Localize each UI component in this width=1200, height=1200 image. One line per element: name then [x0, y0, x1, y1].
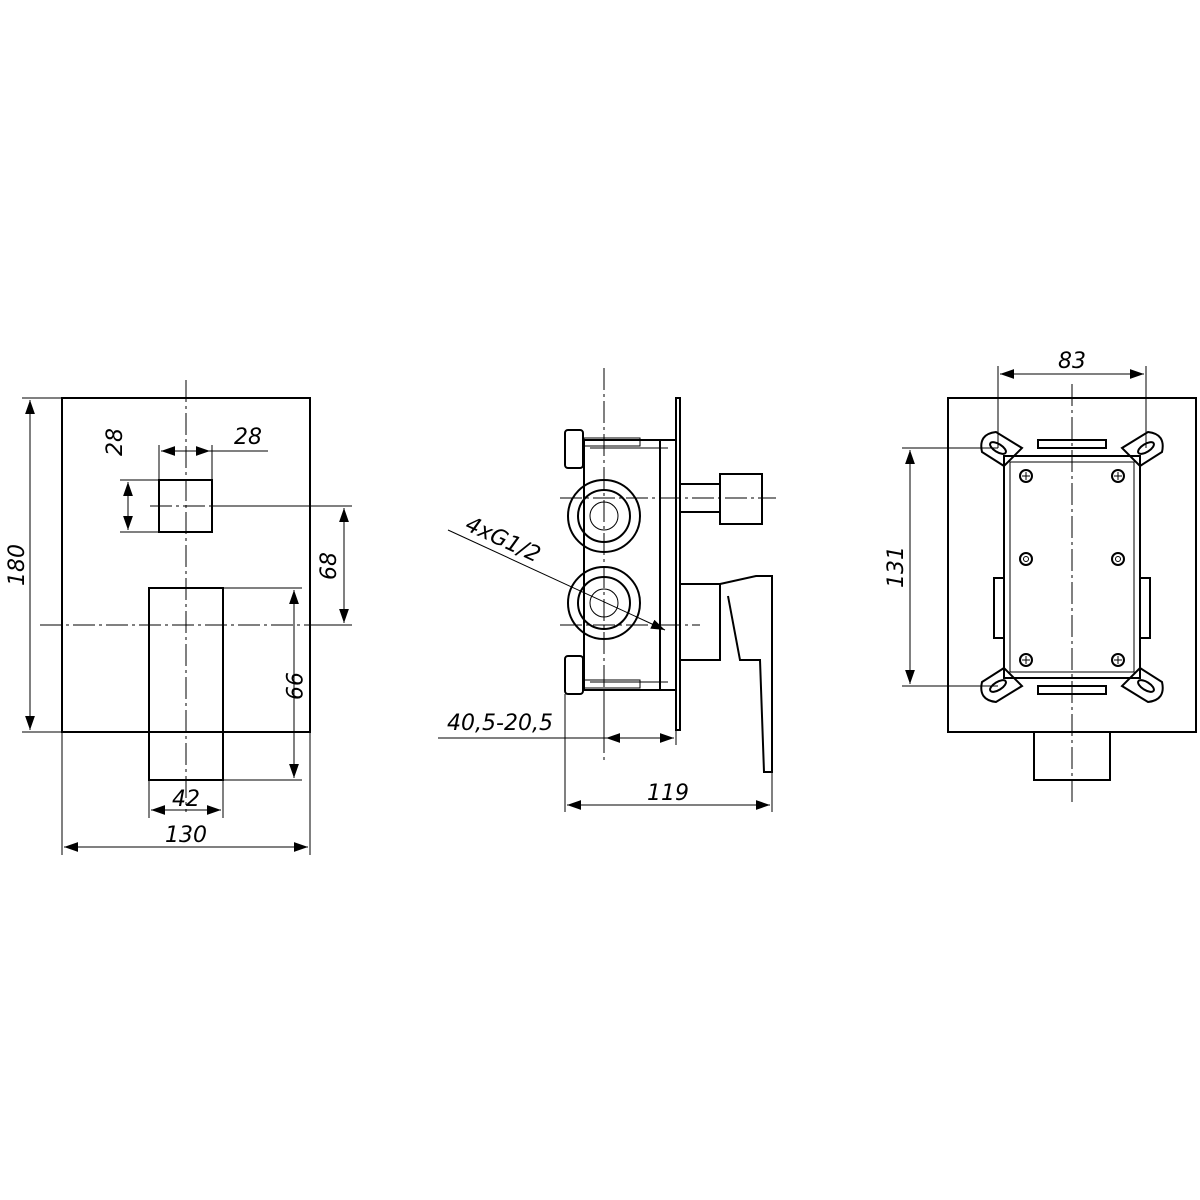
- screw-bottom-right: [1111, 653, 1125, 667]
- dim-label-68: 68: [317, 552, 342, 580]
- mount-ear-bottom-right: [1120, 666, 1164, 704]
- screw-bottom-left-slot: [1022, 656, 1030, 664]
- side-lever-body: [680, 583, 721, 661]
- mount-slot-top-left: [989, 441, 1007, 455]
- back-outlet-pipe: [1033, 731, 1111, 781]
- screw-top-left: [1019, 469, 1033, 483]
- side-lug-top: [564, 429, 584, 469]
- mount-slot-bottom-left: [989, 679, 1007, 693]
- dim-label-42: 42: [172, 787, 200, 812]
- port-lower-mid: [577, 576, 631, 630]
- dim-label-depth: 40,5-20,5: [447, 711, 553, 736]
- screw-mid-right-hole: [1115, 556, 1121, 562]
- side-lug-top-tab: [583, 437, 641, 447]
- back-body-inner: [1009, 461, 1135, 673]
- screw-bottom-left: [1019, 653, 1033, 667]
- screw-bottom-right-slot: [1114, 656, 1122, 664]
- screw-mid-right: [1111, 552, 1125, 566]
- port-upper-mid: [577, 489, 631, 543]
- mount-ear-top-left: [980, 430, 1024, 468]
- mount-ear-top-right: [1120, 430, 1164, 468]
- screw-top-right-slot: [1114, 472, 1122, 480]
- dim-label-180: 180: [5, 544, 30, 586]
- mixer-handle: [148, 587, 224, 781]
- back-bracket-tab-top: [1037, 439, 1107, 449]
- dim-label-28v: 28: [103, 428, 128, 456]
- back-side-tab-right: [1139, 577, 1151, 639]
- thread-leader: [447, 529, 666, 631]
- dim-label-99: 99: [280, 672, 305, 700]
- side-cover-plate: [675, 397, 681, 731]
- screw-top-right: [1111, 469, 1125, 483]
- back-view: 83 131: [884, 349, 1197, 806]
- port-lower-inner: [589, 588, 619, 618]
- mount-slot-bottom-right: [1137, 679, 1155, 693]
- screw-mid-left: [1019, 552, 1033, 566]
- mount-slot-top-right: [1137, 441, 1155, 455]
- screw-mid-left-hole: [1023, 556, 1029, 562]
- side-diverter-knob: [719, 473, 763, 525]
- front-view: 180 28 28 68 99 42 130: [5, 380, 352, 855]
- thread-note-label: 4xG1/2: [461, 512, 544, 568]
- side-view: 4xG1/2 40,5-20,5 119: [438, 368, 776, 812]
- dim-label-28h: 28: [234, 425, 262, 450]
- side-body-rim: [590, 447, 668, 683]
- side-lug-bottom: [564, 655, 584, 695]
- back-bracket-tab-bottom: [1037, 685, 1107, 695]
- side-lug-bottom-tab: [583, 679, 641, 689]
- back-side-tab-left: [993, 577, 1005, 639]
- port-upper-outer: [567, 479, 641, 553]
- dim-label-131: 131: [884, 546, 909, 588]
- dim-label-130: 130: [165, 823, 207, 848]
- side-lever: [719, 575, 773, 773]
- mount-ear-bottom-left: [980, 666, 1024, 704]
- screw-top-left-slot: [1022, 472, 1030, 480]
- port-lower-outer: [567, 566, 641, 640]
- dim-label-83: 83: [1058, 349, 1086, 374]
- side-body: [583, 439, 676, 691]
- port-upper-inner: [589, 501, 619, 531]
- dim-label-119: 119: [647, 781, 689, 806]
